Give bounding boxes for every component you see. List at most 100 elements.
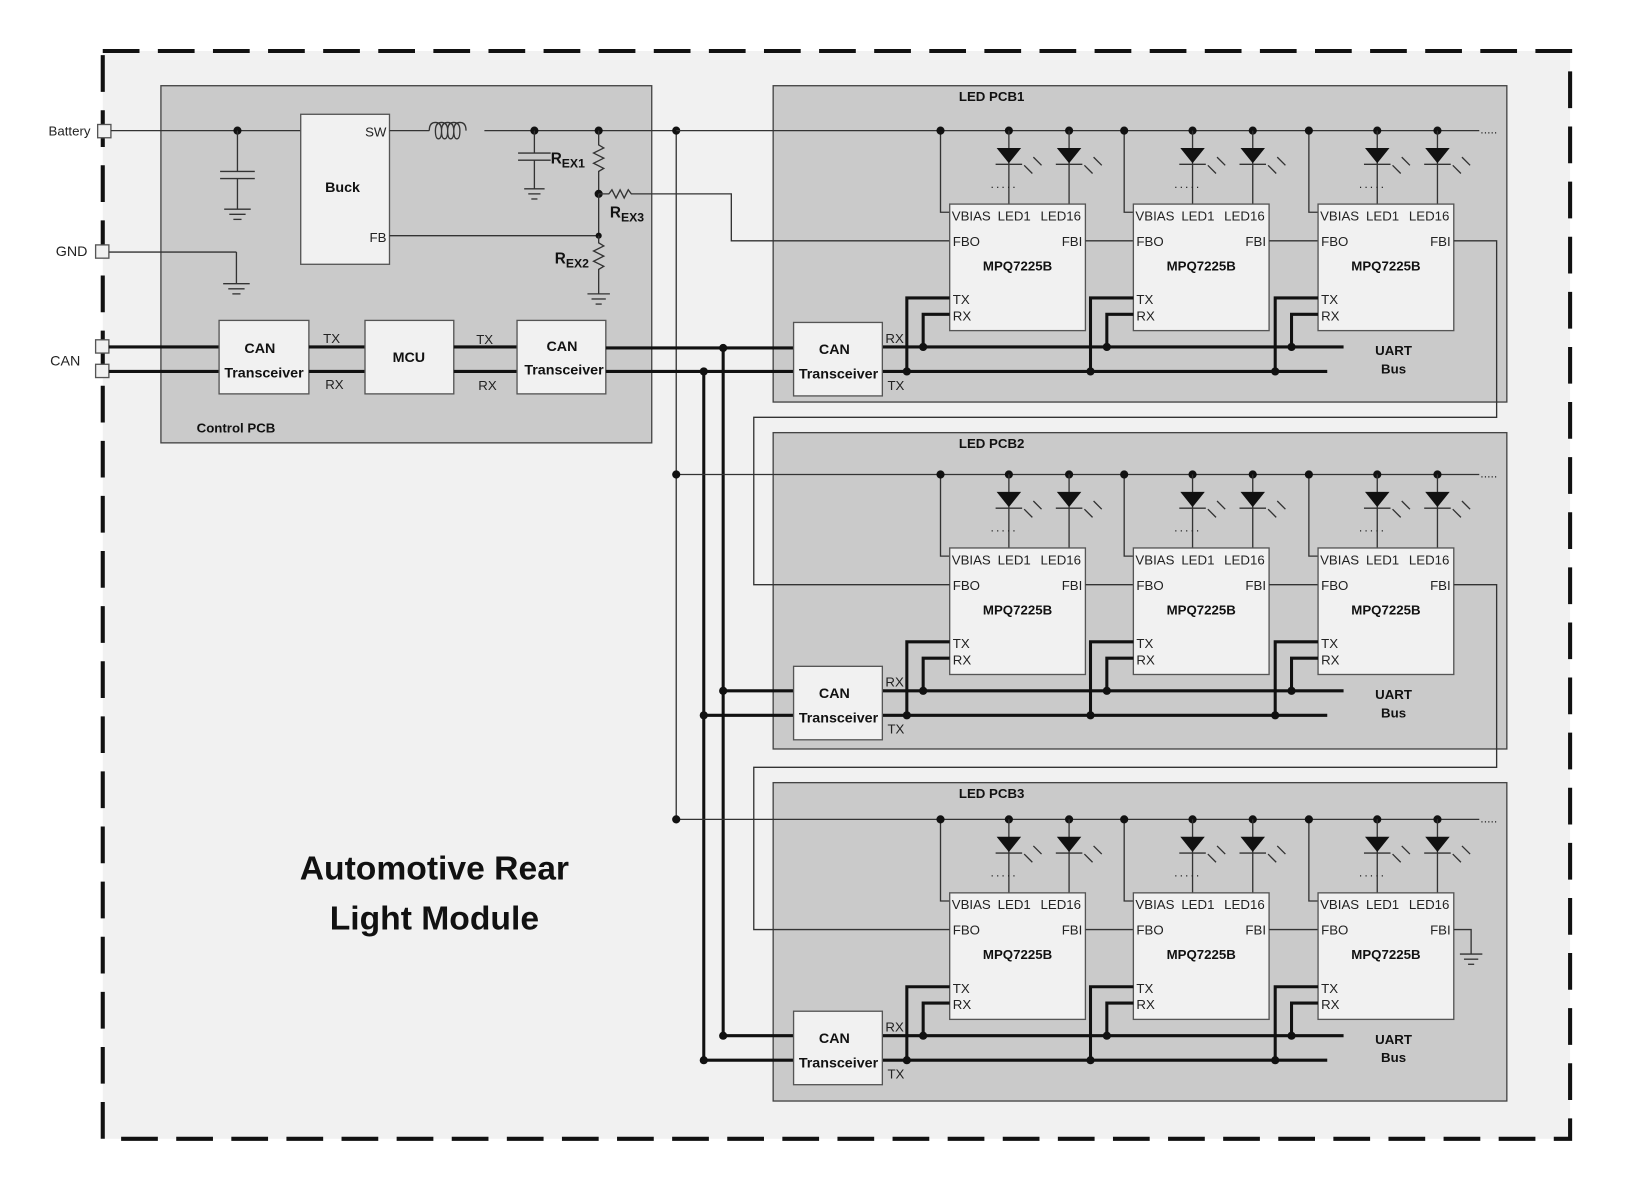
- driver-name: MPQ7225B: [983, 947, 1052, 962]
- buck-sw-pin: SW: [365, 125, 387, 140]
- buck-label: Buck: [325, 180, 360, 196]
- pin-vbias: VBIAS: [1320, 208, 1359, 223]
- rex1-label: REX1: [551, 150, 585, 170]
- svg-text:CAN: CAN: [819, 686, 850, 702]
- led-icon: [1365, 836, 1390, 853]
- can-transceiver: CAN Transceiver: [792, 665, 884, 741]
- control-wiring: Buck SW FB REX1 REX3 REX2 CAN Transceive…: [108, 113, 952, 395]
- mcu: [364, 319, 455, 395]
- rx-label: RX: [885, 1020, 904, 1035]
- pin-vbias: VBIAS: [1320, 552, 1359, 567]
- led-icon: [1425, 491, 1450, 508]
- pin-rx: RX: [1136, 308, 1155, 323]
- led-icon: [1180, 147, 1205, 164]
- pin-vbias: VBIAS: [952, 897, 991, 912]
- rx-label: RX: [478, 378, 497, 393]
- led-icon: [1240, 491, 1265, 508]
- light-emission-icon: [1023, 156, 1042, 174]
- svg-text:CAN: CAN: [819, 342, 850, 358]
- bus-continuation: .....: [1480, 123, 1497, 137]
- driver-name: MPQ7225B: [1351, 602, 1420, 617]
- can-transceiver-2-label: CAN: [546, 339, 577, 355]
- led-ellipsis: .....: [991, 177, 1018, 191]
- driver-name: MPQ7225B: [1167, 258, 1236, 273]
- pin-led16: LED16: [1224, 897, 1265, 912]
- pin-vbias: VBIAS: [1135, 208, 1174, 223]
- pin-fbo: FBO: [1136, 578, 1163, 593]
- pin-led1: LED1: [1366, 552, 1399, 567]
- can-transceiver-1-label: CAN: [244, 341, 275, 357]
- pin-rx: RX: [1136, 997, 1155, 1012]
- led-icon: [1180, 491, 1205, 508]
- pin-led1: LED1: [1181, 552, 1214, 567]
- light-emission-icon: [1207, 500, 1226, 518]
- led-icon: [1365, 147, 1390, 164]
- can-transceiver-2: [516, 319, 607, 395]
- pin-fbi: FBI: [1245, 578, 1266, 593]
- pin-rx: RX: [953, 308, 972, 323]
- light-emission-icon: [1083, 845, 1103, 863]
- rex2-label: REX2: [555, 250, 589, 270]
- module-title-line2: Light Module: [330, 901, 539, 938]
- pin-led16: LED16: [1224, 552, 1265, 567]
- pin-vbias: VBIAS: [1135, 897, 1174, 912]
- pin-fbi: FBI: [1245, 923, 1266, 938]
- led-icon: [1425, 147, 1450, 164]
- pin-fbi: FBI: [1062, 234, 1083, 249]
- battery-port: [96, 123, 112, 139]
- pin-led1: LED1: [1181, 897, 1214, 912]
- battery-port-label: Battery: [49, 124, 91, 139]
- led-ellipsis: .....: [1174, 866, 1201, 880]
- light-emission-icon: [1452, 156, 1471, 174]
- module-title-line1: Automotive Rear: [300, 851, 569, 888]
- light-emission-icon: [1392, 156, 1411, 174]
- uart-bus-sublabel: Bus: [1381, 705, 1406, 720]
- light-emission-icon: [1207, 156, 1226, 174]
- pin-fbi: FBI: [1430, 234, 1451, 249]
- pin-tx: TX: [1136, 636, 1153, 651]
- light-emission-icon: [1392, 500, 1411, 518]
- can-transceiver-1: [218, 319, 310, 395]
- led-ellipsis: .....: [1174, 521, 1201, 535]
- pin-vbias: VBIAS: [952, 208, 991, 223]
- can-port-h: [94, 339, 110, 354]
- uart-bus-sublabel: Bus: [1381, 361, 1406, 376]
- led-pcb-label: LED PCB3: [959, 786, 1025, 801]
- light-emission-icon: [1392, 845, 1411, 863]
- led-icon: [1425, 836, 1450, 853]
- led-icon: [1365, 491, 1390, 508]
- driver-name: MPQ7225B: [1167, 602, 1236, 617]
- svg-text:Transceiver: Transceiver: [799, 710, 879, 726]
- gnd-port: [94, 244, 110, 259]
- pin-fbo: FBO: [1136, 923, 1163, 938]
- pin-tx: TX: [953, 981, 970, 996]
- pin-led1: LED1: [1181, 208, 1214, 223]
- pin-vbias: VBIAS: [1135, 552, 1174, 567]
- led-icon: [1056, 836, 1082, 853]
- pin-fbi: FBI: [1430, 578, 1451, 593]
- gnd-port-label: GND: [56, 244, 88, 260]
- bus-continuation: .....: [1480, 811, 1497, 825]
- pin-fbo: FBO: [1321, 578, 1348, 593]
- pin-vbias: VBIAS: [1320, 897, 1359, 912]
- uart-bus-label: UART: [1375, 343, 1412, 358]
- tx-label: TX: [323, 331, 340, 346]
- led-ellipsis: .....: [991, 866, 1018, 880]
- driver-name: MPQ7225B: [983, 602, 1052, 617]
- pin-led16: LED16: [1409, 208, 1450, 223]
- control-pcb-label: Control PCB: [197, 421, 276, 436]
- led-ellipsis: .....: [1359, 177, 1386, 191]
- resistor-rex2-icon: [592, 235, 606, 294]
- mcu-label: MCU: [393, 350, 426, 366]
- pin-fbi: FBI: [1062, 578, 1083, 593]
- pin-rx: RX: [1321, 997, 1340, 1012]
- svg-text:Transceiver: Transceiver: [799, 367, 879, 383]
- light-emission-icon: [1452, 500, 1471, 518]
